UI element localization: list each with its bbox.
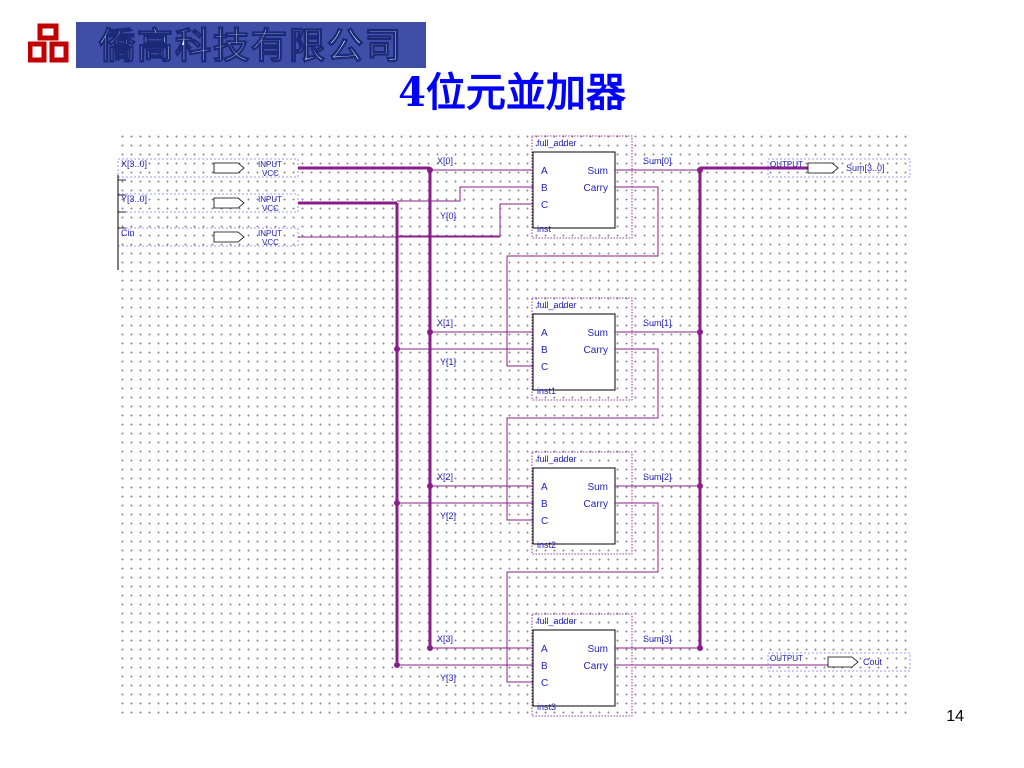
- junction-dot: [427, 483, 433, 489]
- port-a-label: A: [541, 328, 548, 339]
- output-pin-name: Cout: [863, 657, 883, 667]
- output-pin-symbol[interactable]: [827, 656, 859, 668]
- instance-name: inst1: [537, 386, 556, 396]
- instance-name: inst: [537, 224, 552, 234]
- port-b-label: B: [541, 345, 548, 356]
- port-c-label: C: [541, 516, 548, 527]
- port-sum-label: Sum: [587, 482, 608, 493]
- slide-title: 4位元並加器: [398, 69, 626, 116]
- input-pin-name: Cin: [121, 228, 135, 238]
- a-net-label: X[3]: [437, 634, 453, 644]
- input-pin-default: VCC: [262, 204, 279, 213]
- input-pin-symbol[interactable]: [213, 162, 245, 174]
- input-pin-name: Y[3..0]: [121, 194, 147, 204]
- full-adder-body[interactable]: [532, 467, 616, 545]
- input-pin-type: INPUT: [258, 160, 282, 169]
- input-pin-symbol[interactable]: [213, 197, 245, 209]
- cin-route: [397, 203, 533, 237]
- sum-net-label: Sum[3]: [643, 634, 672, 644]
- logo-mark-icon: [28, 23, 69, 64]
- port-sum-label: Sum: [587, 328, 608, 339]
- b-net-label: Y[2]: [440, 511, 456, 521]
- junction-dot: [394, 662, 400, 668]
- port-carry-label: Carry: [584, 345, 608, 356]
- output-pin-name: Sum[3..0]: [846, 163, 885, 173]
- sum-net-label: Sum[1]: [643, 318, 672, 328]
- output-pin-symbol[interactable]: [807, 162, 839, 174]
- full-adder-type: full_adder: [537, 138, 577, 148]
- b-net-label: Y[0]: [440, 211, 456, 221]
- port-c-label: C: [541, 362, 548, 373]
- input-pin-type: INPUT: [258, 229, 282, 238]
- port-c-label: C: [541, 678, 548, 689]
- full-adder-type: full_adder: [537, 616, 577, 626]
- output-pin-type: OUTPUT: [770, 160, 803, 169]
- port-carry-label: Carry: [584, 661, 608, 672]
- logo-banner: [76, 22, 426, 68]
- input-pin-symbol[interactable]: [213, 231, 245, 243]
- full-adder-body[interactable]: [532, 151, 616, 229]
- a-net-label: X[1]: [437, 318, 453, 328]
- junction-dot: [427, 167, 433, 173]
- b-net-label: Y[3]: [440, 673, 456, 683]
- company-logo: 僑高科技有限公司: [28, 22, 426, 68]
- instance-name: inst3: [537, 702, 556, 712]
- sum-net-label: Sum[2]: [643, 472, 672, 482]
- port-b-label: B: [541, 661, 548, 672]
- a-net-label: X[0]: [437, 156, 453, 166]
- input-pin-type: INPUT: [258, 195, 282, 204]
- junction-dot: [394, 346, 400, 352]
- b-wire: [397, 186, 533, 202]
- port-a-label: A: [541, 644, 548, 655]
- full-adder-type: full_adder: [537, 300, 577, 310]
- junction-dot: [427, 645, 433, 651]
- schematic-canvas[interactable]: [116, 130, 910, 716]
- full-adder-type: full_adder: [537, 454, 577, 464]
- page-number: 14: [946, 708, 964, 725]
- input-pin-name: X[3..0]: [121, 159, 147, 169]
- port-a-label: A: [541, 482, 548, 493]
- port-sum-label: Sum: [587, 644, 608, 655]
- carry-chain-wire: [506, 348, 659, 521]
- output-pin-type: OUTPUT: [770, 654, 803, 663]
- carry-chain-wire: [506, 502, 659, 683]
- port-b-label: B: [541, 499, 548, 510]
- input-pin-default: VCC: [262, 238, 279, 247]
- company-name: 僑高科技有限公司: [98, 26, 403, 67]
- junction-dot: [697, 645, 703, 651]
- instance-name: inst2: [537, 540, 556, 550]
- junction-dot: [427, 329, 433, 335]
- port-carry-label: Carry: [584, 183, 608, 194]
- full-adder-body[interactable]: [532, 629, 616, 707]
- port-c-label: C: [541, 200, 548, 211]
- input-pin-default: VCC: [262, 169, 279, 178]
- a-net-label: X[2]: [437, 472, 453, 482]
- sum-net-label: Sum[0]: [643, 156, 672, 166]
- port-carry-label: Carry: [584, 499, 608, 510]
- port-b-label: B: [541, 183, 548, 194]
- junction-dot: [394, 500, 400, 506]
- port-a-label: A: [541, 166, 548, 177]
- port-sum-label: Sum: [587, 166, 608, 177]
- full-adder-body[interactable]: [532, 313, 616, 391]
- b-net-label: Y[1]: [440, 357, 456, 367]
- carry-chain-wire: [506, 186, 659, 367]
